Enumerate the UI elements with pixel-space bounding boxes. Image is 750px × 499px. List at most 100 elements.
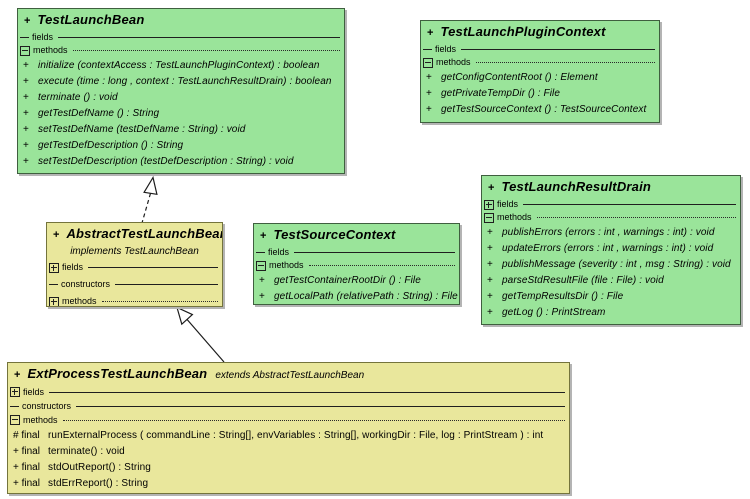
member-row: +terminate () : void <box>18 89 344 105</box>
section-fields: fields <box>482 198 740 211</box>
section-label: methods <box>497 212 532 222</box>
class-title: + TestLaunchPluginContext <box>421 21 659 43</box>
visibility-marker: + <box>23 59 29 71</box>
member-row: + getConfigContentRoot () : Element <box>421 69 659 85</box>
visibility-marker: + <box>426 71 432 83</box>
class-title: + TestLaunchBean <box>18 9 344 31</box>
visibility-marker: + <box>487 274 493 286</box>
member-row: + setTestDefName (testDefName : String) :… <box>18 121 344 137</box>
section-rule <box>461 49 655 50</box>
section-label: methods <box>23 414 58 425</box>
section-rule <box>523 204 736 205</box>
implements-note: implements TestLaunchBean <box>70 246 199 257</box>
section-constructors: constructors <box>8 399 569 413</box>
member-signature: updateErrors (errors : int , warnings : … <box>502 242 714 254</box>
member-signature: getTestDefDescription () : String <box>38 139 184 151</box>
section-label: methods <box>436 57 471 67</box>
section-rule <box>536 217 736 218</box>
realization-connector <box>141 175 158 224</box>
member-signature: setTestDefName (testDefName : String) : … <box>38 123 246 135</box>
visibility-marker: + <box>23 123 29 135</box>
visibility-marker: + <box>487 306 493 318</box>
expand-icon[interactable] <box>10 387 20 397</box>
class-name: TestSourceContext <box>273 227 396 242</box>
generalization-line <box>186 319 225 363</box>
member-signature: execute (time : long , context : TestLau… <box>38 75 332 87</box>
section-fields: fields <box>254 246 459 259</box>
class-box-testlaunchplugincontext[interactable]: + TestLaunchPluginContext fields methods +… <box>420 20 660 123</box>
member-row: +setTestDefDescription (testDefDescripti… <box>18 153 344 169</box>
visibility-marker: + <box>487 290 493 302</box>
section-label: constructors <box>61 279 111 289</box>
member-row: +getTestDefDescription () : String <box>18 137 344 153</box>
member-signature: setTestDefDescription (testDefDescriptio… <box>38 155 294 167</box>
visibility-marker: + <box>487 242 493 254</box>
member-row: + getLog () : PrintStream <box>482 304 740 320</box>
class-name: TestLaunchPluginContext <box>440 24 606 39</box>
expand-icon[interactable] <box>484 199 494 210</box>
visibility-marker: + <box>487 226 493 238</box>
section-methods: methods <box>482 211 740 224</box>
section-fields: fields <box>47 259 222 276</box>
member-row: +initialize (contextAccess : TestLaunchP… <box>18 57 344 73</box>
section-rule <box>58 37 340 38</box>
member-row: + publishErrors (errors : int , warnings … <box>482 224 740 240</box>
class-name: TestLaunchResultDrain <box>501 179 652 194</box>
member-signature: publishMessage (severity : int , msg : S… <box>502 258 731 270</box>
section-rule <box>308 265 455 266</box>
section-rule <box>101 301 218 302</box>
visibility-marker: + <box>23 107 29 119</box>
hollow-triangle-icon <box>176 306 194 326</box>
member-row: + getTestDefName () : String <box>18 105 344 121</box>
section-label: fields <box>435 44 457 54</box>
visibility-marker: # final <box>13 429 40 441</box>
member-row: +getTestContainerRootDir () : File <box>254 272 459 288</box>
section-label: constructors <box>22 400 72 411</box>
member-signature: stdErrReport() : String <box>48 477 149 489</box>
collapse-icon[interactable] <box>20 45 30 56</box>
section-rule <box>475 62 655 63</box>
section-rule <box>76 405 565 407</box>
visibility-marker: + <box>14 369 21 381</box>
visibility-marker: + <box>53 229 60 241</box>
collapse-icon[interactable] <box>484 212 494 223</box>
expand-icon[interactable] <box>49 296 59 306</box>
member-signature: terminate () : void <box>38 91 118 103</box>
visibility-marker: + <box>487 258 493 270</box>
hollow-triangle-icon <box>143 175 158 196</box>
section-methods: methods <box>18 44 344 57</box>
visibility-marker: + <box>259 290 265 302</box>
member-signature: getTestContainerRootDir () : File <box>274 274 421 286</box>
collapse-icon[interactable] <box>423 57 433 68</box>
member-signature: getTestDefName () : String <box>38 107 160 119</box>
class-box-extprocesstestlaunchbean[interactable]: + ExtProcessTestLaunchBean extends Abstr… <box>7 362 570 494</box>
section-rule <box>88 267 218 268</box>
collapse-icon[interactable] <box>10 415 20 425</box>
section-rule <box>72 50 340 51</box>
visibility-marker: + <box>23 75 29 87</box>
member-signature: publishErrors (errors : int , warnings :… <box>502 226 715 238</box>
member-signature: parseStdResultFile (file : File) : void <box>502 274 664 286</box>
member-row: +getTempResultsDir () : File <box>482 288 740 304</box>
section-label: methods <box>62 296 97 306</box>
visibility-marker: + <box>488 182 495 194</box>
section-methods: methods <box>254 259 459 272</box>
collapse-icon[interactable] <box>256 260 266 271</box>
expand-icon[interactable] <box>49 262 59 273</box>
section-methods: methods <box>8 413 569 427</box>
member-signature: getConfigContentRoot () : Element <box>441 71 598 83</box>
member-signature: getLog () : PrintStream <box>502 306 606 318</box>
dash-icon <box>10 402 19 411</box>
section-methods: methods <box>47 293 222 306</box>
generalization-connector <box>176 306 225 363</box>
section-label: methods <box>33 45 68 55</box>
extends-note: extends AbstractTestLaunchBean <box>215 370 365 381</box>
class-box-abstracttestlaunchbean[interactable]: + AbstractTestLaunchBean implements Test… <box>46 222 223 307</box>
class-name: TestLaunchBean <box>37 12 145 27</box>
